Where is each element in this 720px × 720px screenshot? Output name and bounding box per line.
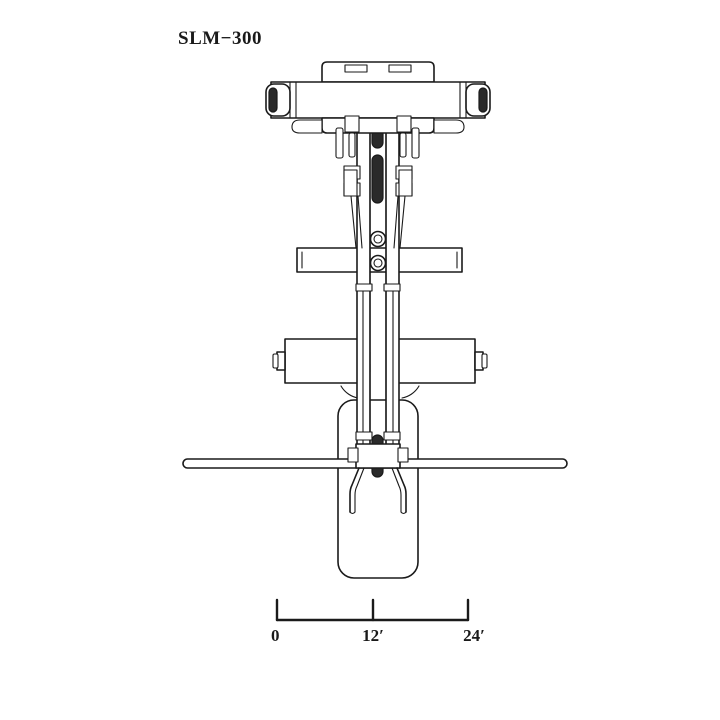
kickstand-leg-left bbox=[349, 467, 360, 513]
left-hand-grip bbox=[265, 81, 297, 119]
top-tab-right bbox=[388, 64, 412, 73]
right-hand-grip bbox=[459, 81, 491, 119]
lower-mast-caps bbox=[355, 283, 401, 441]
roller-right bbox=[394, 338, 476, 384]
stem-wing-right bbox=[433, 119, 465, 134]
bolt-pair bbox=[369, 230, 387, 272]
roller-left bbox=[284, 338, 366, 384]
handlebar-tube bbox=[270, 81, 486, 119]
scale-bar: 0 12′ 24′ bbox=[271, 598, 485, 645]
cable-drop-right-inner bbox=[399, 132, 407, 158]
mast-slot-middle bbox=[371, 154, 384, 204]
roller-pair bbox=[272, 338, 488, 399]
top-cover-plate bbox=[321, 61, 435, 83]
cable-drop-left-outer bbox=[335, 127, 344, 159]
cable-drop-left-inner bbox=[348, 132, 356, 158]
kickstand-lug-left bbox=[347, 447, 359, 463]
bolt-upper-inner bbox=[373, 234, 383, 244]
bolt-lower-inner bbox=[373, 258, 383, 268]
handlebar-assembly bbox=[265, 61, 491, 159]
top-tab-left bbox=[344, 64, 368, 73]
stem-wing-left bbox=[291, 119, 323, 134]
kickstand-hub bbox=[355, 443, 401, 469]
page-title: SLM−300 bbox=[178, 28, 262, 49]
scale-label-24: 24′ bbox=[463, 626, 485, 645]
kickstand-leg-right bbox=[396, 467, 407, 513]
scale-label-12: 12′ bbox=[362, 626, 384, 645]
cable-drop-right-outer bbox=[411, 127, 420, 159]
kickstand-lug-right bbox=[397, 447, 409, 463]
mid-clamp-group bbox=[343, 165, 413, 249]
scale-label-0: 0 bbox=[271, 626, 280, 645]
fork-kickstand bbox=[347, 443, 409, 515]
